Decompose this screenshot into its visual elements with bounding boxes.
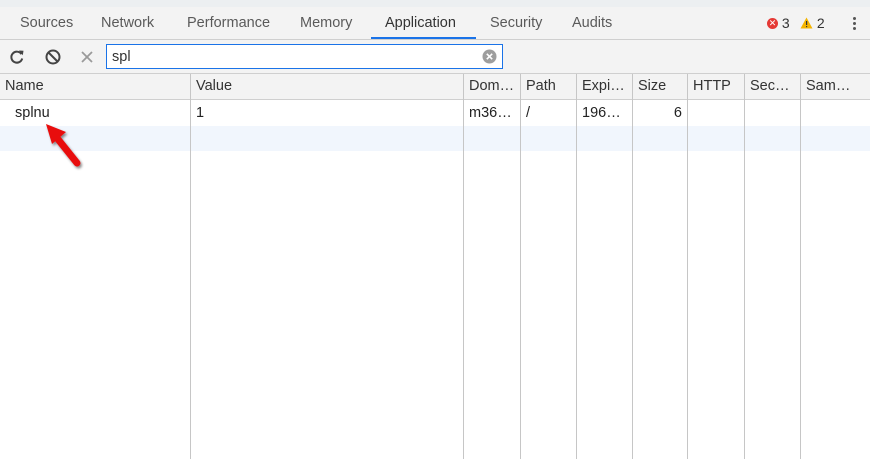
column-divider[interactable] <box>190 74 191 459</box>
cell-samesite <box>801 101 870 126</box>
block-icon[interactable] <box>44 48 62 66</box>
cookies-table: Name Value Dom… Path Expir… Size HTTP Se… <box>0 74 870 459</box>
column-header-samesite[interactable]: Sam… <box>806 78 851 94</box>
tab-memory[interactable]: Memory <box>300 15 353 31</box>
column-header-name[interactable]: Name <box>5 78 44 94</box>
column-divider[interactable] <box>463 74 464 459</box>
table-row[interactable]: splnu 1 m36… / 1969… 6 <box>0 101 870 126</box>
tab-performance[interactable]: Performance <box>187 15 271 31</box>
error-icon: ✕ <box>767 17 778 29</box>
error-counter[interactable]: ✕ 3 <box>767 7 790 39</box>
cell-size: 6 <box>673 105 682 121</box>
column-divider[interactable] <box>632 74 633 459</box>
column-header-secure[interactable]: Secure <box>750 78 796 94</box>
column-header-value[interactable]: Value <box>196 78 233 94</box>
active-tab-indicator <box>371 37 476 39</box>
table-header: Name Value Dom… Path Expir… Size HTTP Se… <box>0 74 870 100</box>
close-icon[interactable] <box>78 48 96 66</box>
annotation-arrow-icon <box>46 124 81 167</box>
window-top-strip <box>0 0 870 7</box>
cell-http <box>688 101 744 126</box>
column-header-path[interactable]: Path <box>526 78 556 94</box>
warning-icon <box>800 17 813 29</box>
cell-value: 1 <box>196 105 205 121</box>
more-options-icon[interactable] <box>848 15 860 33</box>
tab-network[interactable]: Network <box>101 15 155 31</box>
table-row-empty <box>0 126 870 151</box>
column-header-size[interactable]: Size <box>638 78 667 94</box>
warning-count: 2 <box>816 15 825 31</box>
column-divider[interactable] <box>744 74 745 459</box>
tab-application[interactable]: Application <box>385 15 456 31</box>
column-divider[interactable] <box>520 74 521 459</box>
column-divider[interactable] <box>800 74 801 459</box>
devtools-tabbar: Sources Network Performance Memory Appli… <box>0 7 870 40</box>
error-count: 3 <box>781 15 790 31</box>
cell-path: / <box>526 105 531 121</box>
column-header-http[interactable]: HTTP <box>693 78 731 94</box>
tab-sources[interactable]: Sources <box>20 15 74 31</box>
column-header-expires[interactable]: Expir… <box>582 78 630 94</box>
column-header-domain[interactable]: Dom… <box>469 78 515 94</box>
cookies-toolbar <box>0 40 870 74</box>
column-divider[interactable] <box>576 74 577 459</box>
cell-expires: 1969… <box>582 105 629 121</box>
warning-counter[interactable]: 2 <box>800 7 825 39</box>
cell-name: splnu <box>15 105 50 121</box>
tab-audits[interactable]: Audits <box>572 15 613 31</box>
refresh-icon[interactable] <box>8 48 26 66</box>
cell-domain: m36… <box>469 105 512 121</box>
clear-circle-icon[interactable] <box>482 49 497 64</box>
filter-box[interactable] <box>106 44 503 69</box>
column-divider[interactable] <box>687 74 688 459</box>
tab-security[interactable]: Security <box>490 15 543 31</box>
filter-input[interactable] <box>112 47 472 66</box>
cell-secure <box>745 101 800 126</box>
